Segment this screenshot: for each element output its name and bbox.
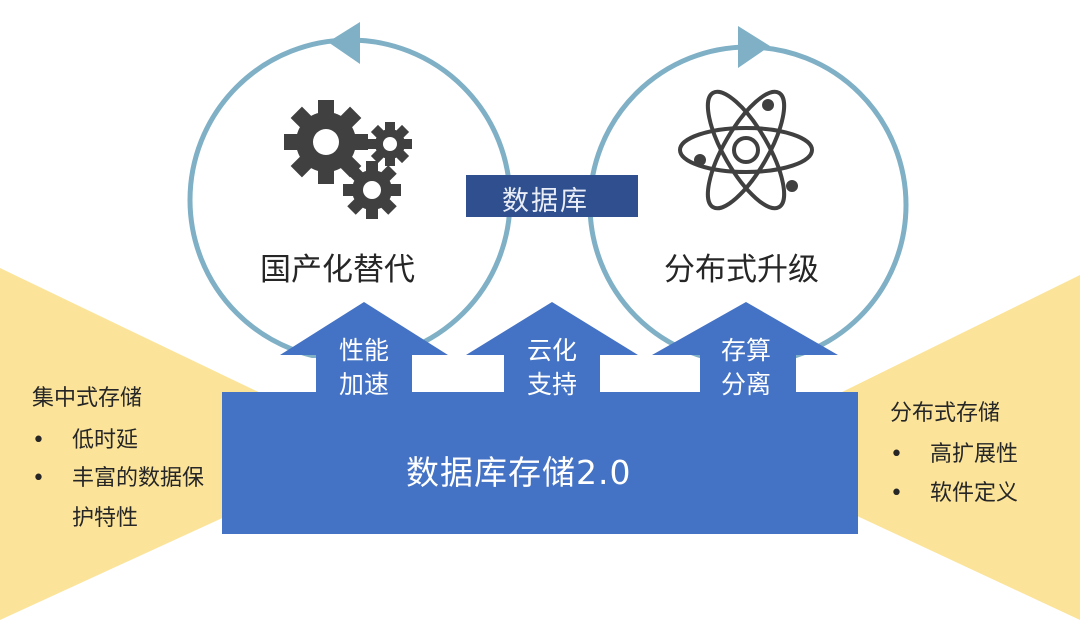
left-yellow-wedge <box>0 268 375 620</box>
up-arrows <box>258 302 838 394</box>
left-bullet-1: •低时延 <box>32 428 139 453</box>
main-storage-bar <box>222 392 858 534</box>
circle-title-distributed: 分布式升级 <box>664 252 819 288</box>
database-badge-label: 数据库 <box>502 186 589 217</box>
left-bullet-2-cont: 护特性 <box>72 506 139 531</box>
main-storage-label: 数据库存储2.0 <box>406 453 632 492</box>
left-panel-title: 集中式存储 <box>32 386 143 411</box>
right-yellow-wedge <box>720 275 1080 620</box>
right-bullet-1: •高扩展性 <box>890 442 1019 467</box>
left-ring-arrowhead <box>328 22 360 64</box>
right-panel-title: 分布式存储 <box>890 401 1001 426</box>
circle-title-localization: 国产化替代 <box>260 252 415 288</box>
arrow-cloud <box>466 302 638 392</box>
arrow-cloud-label: 云化 支持 <box>526 336 577 399</box>
right-ring-arrowhead <box>738 26 770 68</box>
arrow-separation <box>652 302 838 392</box>
arrow-separation-label: 存算 分离 <box>720 336 771 399</box>
gears-icon <box>284 100 412 219</box>
left-bullet-2: •丰富的数据保 <box>32 466 205 491</box>
right-bullet-2: •软件定义 <box>890 481 1019 506</box>
arrow-performance <box>280 302 448 392</box>
arrow-performance-label: 性能 加速 <box>338 336 389 399</box>
database-badge <box>466 175 638 217</box>
atom-icon <box>678 89 814 211</box>
